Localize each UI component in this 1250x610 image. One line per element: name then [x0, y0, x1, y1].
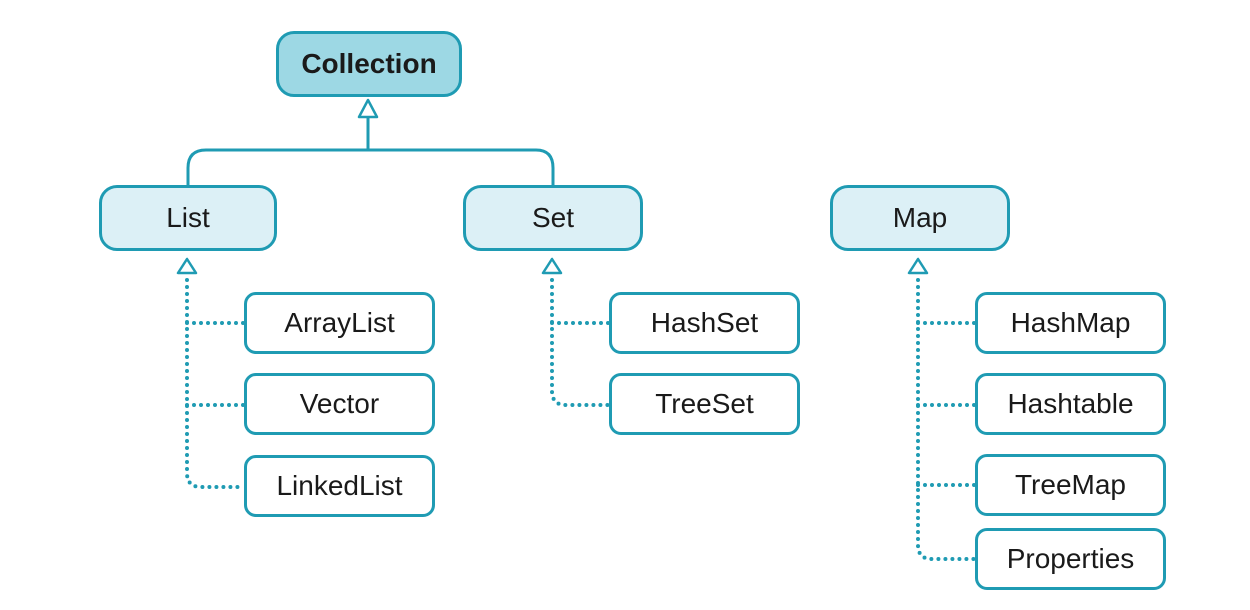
edge-list-implementations-trunk: [185, 278, 246, 489]
collection-inherit-arrowhead: [357, 98, 379, 119]
list-implements-arrowhead: [176, 257, 198, 275]
hashset-node: HashSet: [609, 292, 800, 354]
treeset-node: TreeSet: [609, 373, 800, 435]
list-node: List: [99, 185, 277, 251]
edge-list-to-collection: [186, 148, 555, 185]
collection-node: Collection: [276, 31, 462, 97]
edge-set-implementations-trunk: [550, 278, 611, 407]
set-node: Set: [463, 185, 643, 251]
properties-node: Properties: [975, 528, 1166, 590]
linkedlist-node: LinkedList: [244, 455, 435, 517]
set-implements-arrowhead: [541, 257, 563, 275]
map-node: Map: [830, 185, 1010, 251]
hashmap-node: HashMap: [975, 292, 1166, 354]
treemap-node: TreeMap: [975, 454, 1166, 516]
map-implements-arrowhead: [907, 257, 929, 275]
hashtable-node: Hashtable: [975, 373, 1166, 435]
edge-map-implementations-trunk: [916, 278, 977, 561]
arraylist-node: ArrayList: [244, 292, 435, 354]
vector-node: Vector: [244, 373, 435, 435]
